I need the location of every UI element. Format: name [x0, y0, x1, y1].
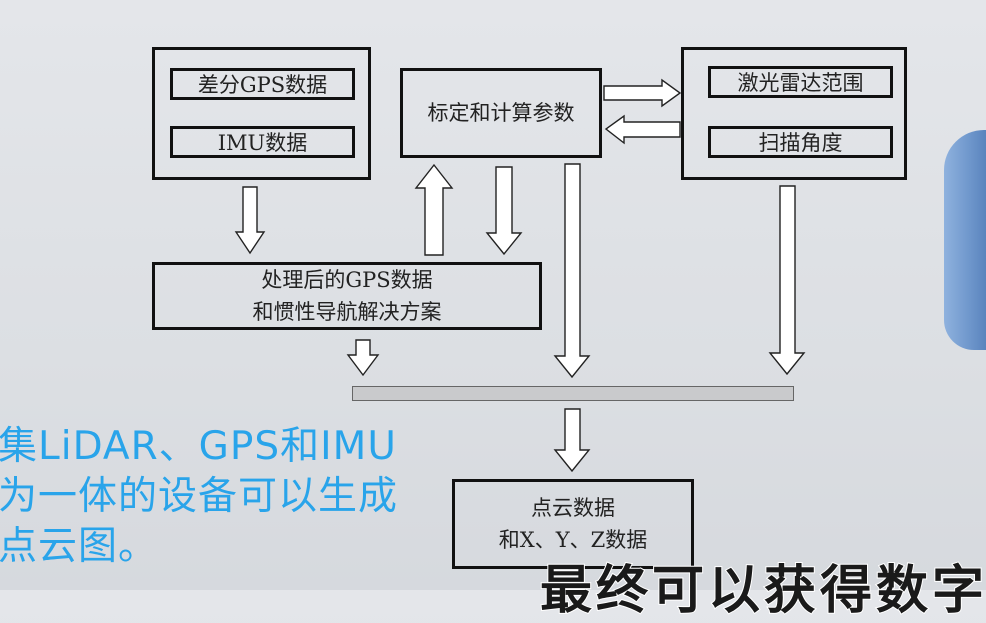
lidar-range-box: 激光雷达范围: [708, 66, 893, 98]
calibration-label: 标定和计算参数: [427, 101, 575, 125]
processed-box: [152, 262, 542, 330]
dgps-data-box: 差分GPS数据: [170, 68, 355, 100]
presenter-arm: [944, 130, 986, 350]
scan-angle-box: 扫描角度: [708, 126, 893, 158]
output-label: 点云数据 和X、Y、Z数据: [452, 479, 694, 569]
arrow-bar-to-output: [553, 408, 591, 473]
overlay-caption: 集LiDAR、GPS和IMU 为一体的设备可以生成 点云图。: [0, 422, 398, 572]
arrow-calibration-to-processed: [485, 166, 523, 256]
arrow-calibration-to-right: [603, 78, 682, 108]
arrow-layer: [234, 78, 806, 473]
input-group-right: [681, 47, 907, 180]
processed-line-1: 处理后的GPS数据: [261, 268, 433, 292]
arrow-right-to-bar: [768, 185, 806, 376]
arrow-processed-to-calibration: [414, 163, 454, 256]
caption-line-3: 点云图。: [0, 524, 159, 569]
arrow-left-to-processed: [234, 186, 266, 255]
caption-line-1: 集LiDAR、GPS和IMU: [0, 424, 397, 469]
output-line-2: 和X、Y、Z数据: [498, 528, 648, 552]
video-subtitle: 最终可以获得数字: [539, 560, 986, 622]
imu-data-box: IMU数据: [170, 126, 355, 158]
merge-bar: [352, 386, 794, 401]
output-box: [452, 479, 694, 569]
output-line-1: 点云数据: [531, 496, 615, 520]
input-group-left: [152, 47, 371, 180]
arrow-processed-to-bar: [346, 339, 380, 377]
arrow-right-to-calibration: [604, 114, 681, 145]
arrow-calibration-to-bar: [553, 163, 591, 379]
processed-label: 处理后的GPS数据 和惯性导航解决方案: [152, 262, 542, 330]
processed-line-2: 和惯性导航解决方案: [252, 300, 442, 324]
calibration-box: [400, 68, 602, 158]
caption-line-2: 为一体的设备可以生成: [0, 474, 399, 519]
